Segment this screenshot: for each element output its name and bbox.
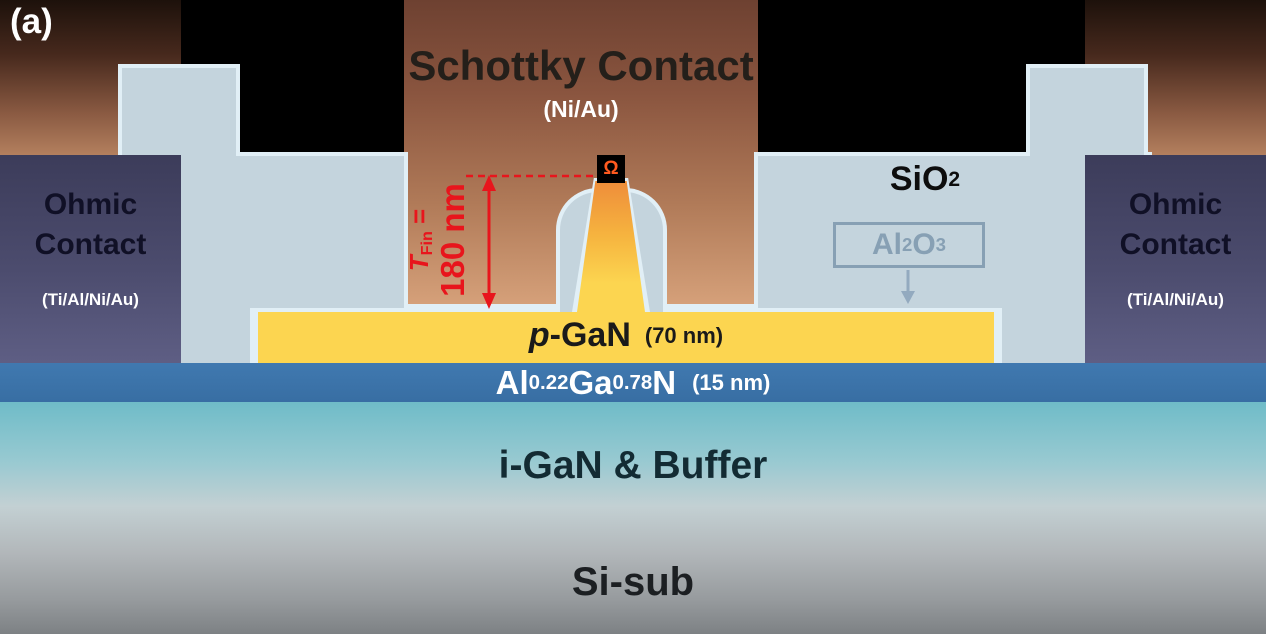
al2o3-seg2: O: [912, 228, 936, 261]
ohmic-contact-left-label: Ohmic Contact: [0, 185, 181, 265]
ohmic-contact-right: [1085, 155, 1266, 363]
sio2-text: SiO: [889, 160, 949, 198]
substrate-label: Si-sub: [571, 560, 695, 604]
sio2-subscript: 2: [948, 167, 961, 191]
algan-seg2: Ga: [568, 364, 613, 401]
al2o3-sub2: 3: [935, 234, 947, 255]
omega-symbol: Ω: [603, 158, 619, 179]
pgan-italic-p: p: [528, 316, 550, 354]
buffer-substrate-stack: [0, 402, 1266, 634]
al2o3-sub1: 2: [901, 234, 913, 255]
ohmic-contact-left-material: (Ti/Al/Ni/Au): [42, 290, 139, 309]
ohmic-contact-right-label: Ohmic Contact: [1085, 185, 1266, 265]
ohmic-right-line1: Ohmic: [1128, 188, 1223, 221]
algan-seg1: Al: [495, 364, 529, 401]
panel-label: (a): [10, 2, 53, 41]
gate-probe-cap: Ω: [597, 155, 625, 183]
sio2-wrap-right: [994, 308, 1085, 363]
al2o3-liner-right-cap: [994, 308, 1002, 363]
sio2-right-step: [758, 156, 1148, 308]
tfin-value: 180 nm: [433, 183, 471, 297]
ohmic-right-line2: Contact: [1119, 228, 1232, 261]
algan-seg3: N: [652, 364, 677, 401]
ohmic-left-line2: Contact: [34, 228, 147, 261]
sio2-wrap-left: [181, 308, 258, 363]
ohmic-left-line1: Ohmic: [43, 188, 138, 221]
tfin-symbol: T: [403, 255, 434, 272]
tfin-symbol-line: TFin =: [403, 208, 436, 272]
schottky-contact-title: Schottky Contact: [408, 42, 754, 89]
ohmic-contact-right-material: (Ti/Al/Ni/Au): [1127, 290, 1224, 309]
al2o3-seg1: Al: [871, 228, 902, 261]
algan-sub1: 0.22: [528, 371, 569, 394]
tfin-height-label: TFin = 180 nm: [398, 165, 478, 315]
al2o3-liner-left-cap: [250, 308, 258, 363]
pgan-label: p-GaN (70 nm): [258, 316, 1014, 355]
algan-thickness: (15 nm): [692, 370, 771, 395]
algan-barrier-layer: [0, 363, 1266, 402]
tfin-equals: =: [403, 208, 434, 232]
ohmic-contact-left: [0, 155, 181, 363]
algan-sub2: 0.78: [612, 371, 653, 394]
pgan-thickness: (70 nm): [644, 322, 724, 348]
buffer-label: i-GaN & Buffer: [498, 444, 768, 487]
pgan-name: -GaN: [549, 316, 631, 354]
pgan-layer: [258, 312, 994, 363]
schottky-contact-material: (Ni/Au): [543, 96, 619, 122]
